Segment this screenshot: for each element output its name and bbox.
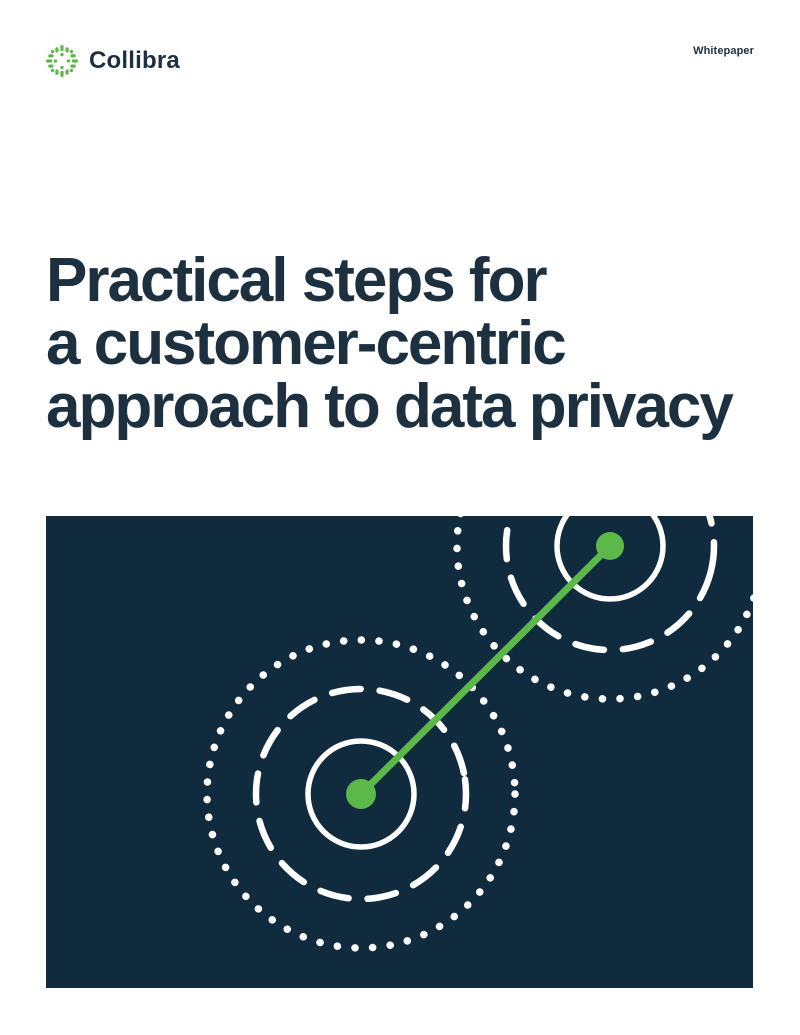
cover-art-panel — [46, 516, 753, 988]
outer-dotted-ring-top-right — [453, 516, 753, 703]
title-line-2: a customer-centric — [46, 309, 567, 378]
title-line-1: Practical steps for — [46, 246, 548, 315]
center-dot-top-right — [596, 532, 624, 560]
inner-solid-ring-top-right — [554, 516, 666, 602]
connector-line — [358, 543, 613, 797]
inner-solid-ring-bottom-left — [305, 738, 417, 850]
collibra-logo: Collibra — [46, 45, 180, 77]
center-dot-bottom-left — [346, 779, 376, 809]
privacy-radar-graphic — [46, 516, 753, 988]
title-line-3: approach to data privacy — [46, 372, 734, 441]
outer-dotted-ring-bottom-left — [203, 636, 519, 952]
middle-dashed-ring-bottom-left — [252, 685, 470, 903]
middle-dashed-ring-top-right — [502, 516, 718, 654]
logo-wordmark: Collibra — [89, 47, 180, 74]
doc-type-label: Whitepaper — [693, 45, 754, 57]
collibra-logo-mark-icon — [46, 45, 78, 77]
cover-title: Practical steps for a customer-centric a… — [46, 249, 786, 438]
